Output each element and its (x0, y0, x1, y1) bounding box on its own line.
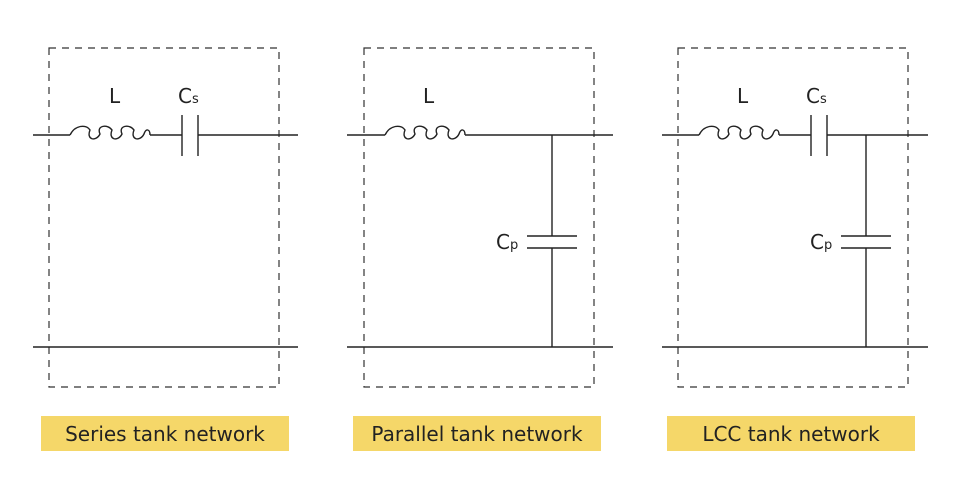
series-caption-background (41, 416, 289, 451)
series-inductor-label: L (109, 84, 121, 108)
series-cap-label: Cs (178, 84, 199, 108)
lcc-caption-background (667, 416, 915, 451)
series-caption: Series tank network (65, 422, 265, 446)
parallel-inductor-label: L (423, 84, 435, 108)
parallel-inductor (384, 125, 466, 140)
lcc-inductor (698, 125, 780, 140)
series-inductor (69, 125, 151, 140)
lcc-caption: LCC tank network (702, 422, 880, 446)
parallel-caption-background (353, 416, 601, 451)
lcc-series-cap-label: Cs (806, 84, 827, 108)
parallel-cap-label: Cp (496, 230, 518, 254)
parallel-boundary-box (363, 47, 595, 388)
parallel-tank-diagram: L Cp Parallel tank network (347, 47, 613, 451)
lcc-tank-diagram: L Cs Cp LCC tank network (662, 47, 928, 451)
lcc-boundary-box (677, 47, 909, 388)
parallel-caption: Parallel tank network (371, 422, 583, 446)
lcc-inductor-label: L (737, 84, 749, 108)
lcc-parallel-cap-label: Cp (810, 230, 832, 254)
series-boundary-box (48, 47, 280, 388)
series-tank-diagram: L Cs Series tank network (33, 47, 298, 451)
